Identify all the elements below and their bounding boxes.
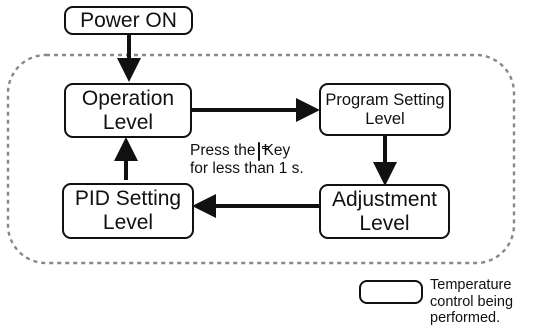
key-press-note-line-2: for less than 1 s. xyxy=(190,160,304,178)
key-press-note-line-1: Press the Key xyxy=(190,142,304,161)
temperature-control-region xyxy=(6,53,516,265)
key-press-note-prefix: Press the xyxy=(190,142,256,159)
adjustment-level-line-1: Adjustment xyxy=(331,187,438,211)
power-on-label: Power ON xyxy=(80,8,177,32)
adjustment-level-line-2: Level xyxy=(359,211,410,235)
pid-setting-level-line-1: PID Setting xyxy=(74,187,182,211)
key-press-note: Press the Key for less than 1 s. xyxy=(190,142,304,178)
legend-line-3: performed. xyxy=(430,310,501,327)
operation-level-line-2: Level xyxy=(102,110,154,134)
mode-key-icon xyxy=(258,142,261,161)
program-setting-level-line-1: Program Setting xyxy=(325,91,445,110)
pid-setting-level-line-2: Level xyxy=(102,211,154,234)
program-setting-level-node: Program Setting Level xyxy=(319,83,451,136)
legend-label: Temperature control being performed. xyxy=(430,277,513,327)
program-setting-level-line-2: Level xyxy=(365,109,405,128)
key-press-note-suffix: Key xyxy=(263,142,291,159)
legend-line-2: control being xyxy=(430,293,514,310)
power-on-node: Power ON xyxy=(64,6,193,35)
legend-line-1: Temperature xyxy=(430,277,512,293)
adjustment-level-node: Adjustment Level xyxy=(319,184,450,239)
operation-level-node: Operation Level xyxy=(64,83,192,138)
operation-level-line-1: Operation xyxy=(81,86,175,110)
pid-setting-level-node: PID Setting Level xyxy=(62,183,194,239)
legend-symbol xyxy=(359,280,423,304)
